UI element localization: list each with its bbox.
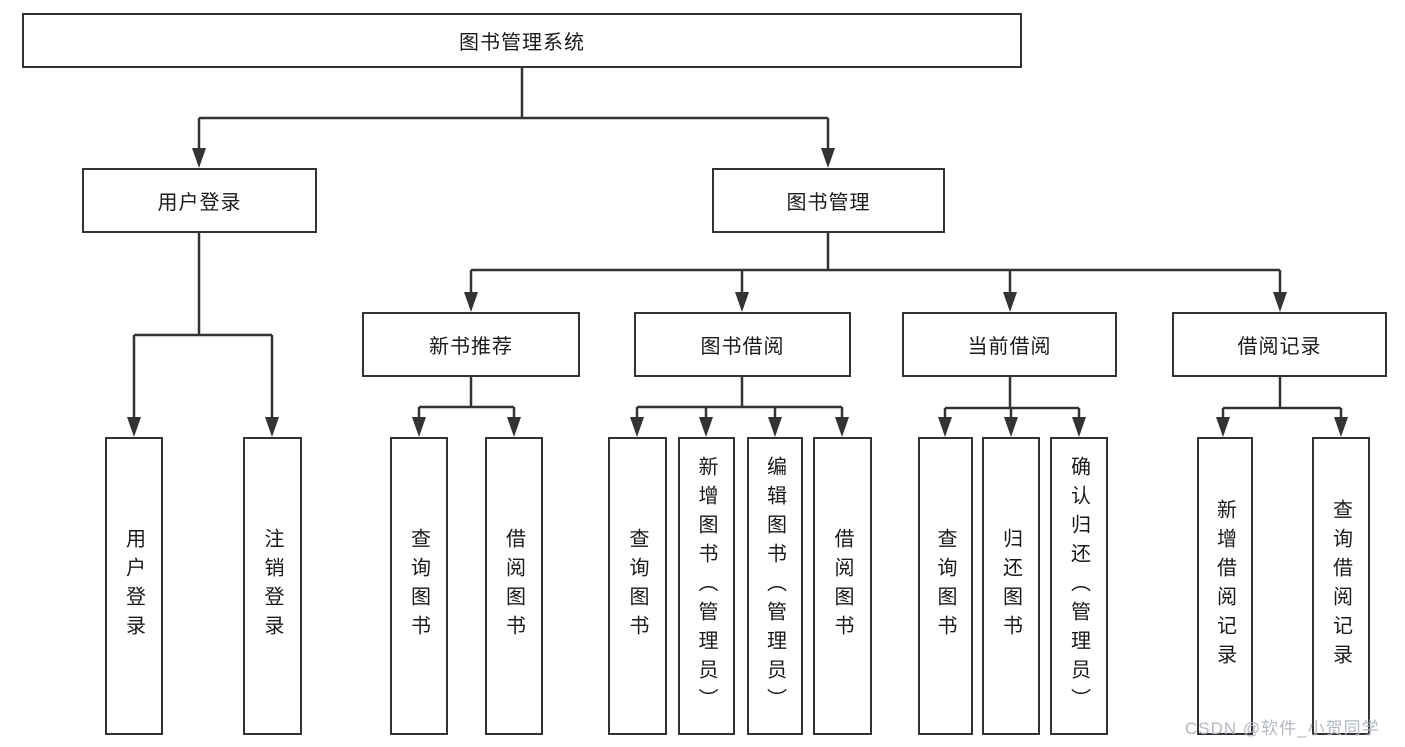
leaf-label: 注销登录 bbox=[261, 528, 283, 644]
leaf-query-books-current: 查询图书 bbox=[918, 437, 973, 735]
leaf-label: 确认归还（管理员） bbox=[1067, 455, 1090, 717]
leaf-label: 查询图书 bbox=[934, 528, 956, 644]
node-borrowing-records: 借阅记录 bbox=[1172, 312, 1387, 377]
node-book-borrowing: 图书借阅 bbox=[634, 312, 851, 377]
leaf-add-book-admin: 新增图书（管理员） bbox=[678, 437, 735, 735]
leaf-query-borrow-record: 查询借阅记录 bbox=[1312, 437, 1370, 735]
leaf-label: 用户登录 bbox=[122, 528, 145, 644]
leaf-borrow-books-recommend: 借阅图书 bbox=[485, 437, 543, 735]
leaf-label: 新增借阅记录 bbox=[1213, 499, 1236, 673]
leaf-label: 查询图书 bbox=[626, 528, 648, 644]
leaf-borrow-books-borrowing: 借阅图书 bbox=[813, 437, 872, 735]
leaf-label: 借阅图书 bbox=[502, 528, 525, 644]
leaf-edit-book-admin: 编辑图书（管理员） bbox=[747, 437, 803, 735]
leaf-query-books-recommend: 查询图书 bbox=[390, 437, 448, 735]
leaf-label: 借阅图书 bbox=[831, 528, 853, 644]
node-current-borrowing: 当前借阅 bbox=[902, 312, 1117, 377]
leaf-label: 编辑图书（管理员） bbox=[763, 455, 786, 717]
node-user-login: 用户登录 bbox=[82, 168, 317, 233]
leaf-return-books: 归还图书 bbox=[982, 437, 1040, 735]
leaf-label: 查询图书 bbox=[407, 528, 430, 644]
watermark: CSDN @软件_小贺同学 bbox=[1185, 719, 1380, 738]
leaf-add-borrow-record: 新增借阅记录 bbox=[1197, 437, 1253, 735]
leaf-label: 新增图书（管理员） bbox=[695, 455, 717, 717]
leaf-user-login: 用户登录 bbox=[105, 437, 163, 735]
leaf-confirm-return-admin: 确认归还（管理员） bbox=[1050, 437, 1108, 735]
leaf-query-books-borrowing: 查询图书 bbox=[608, 437, 667, 735]
leaf-label: 查询借阅记录 bbox=[1329, 499, 1352, 673]
node-new-book-recommend: 新书推荐 bbox=[362, 312, 580, 377]
node-library-management-system: 图书管理系统 bbox=[22, 13, 1022, 68]
node-book-management: 图书管理 bbox=[712, 168, 945, 233]
leaf-label: 归还图书 bbox=[999, 528, 1022, 644]
leaf-logout: 注销登录 bbox=[243, 437, 302, 735]
